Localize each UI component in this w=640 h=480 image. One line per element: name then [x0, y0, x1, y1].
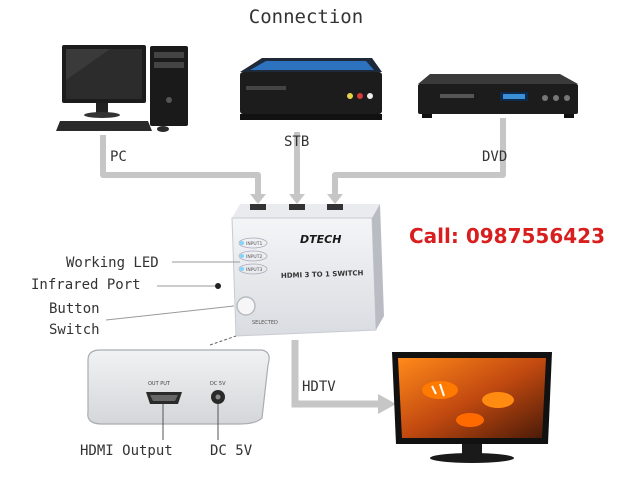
- input-1-label: INPUT1: [246, 241, 262, 247]
- pc-monitor: [62, 45, 146, 118]
- back-panel-callout: OUT PUT DC 5V: [87, 335, 270, 440]
- pc-keyboard: [56, 121, 169, 132]
- hdmi-output-caption: HDMI Output: [80, 443, 173, 459]
- hdtv: [392, 352, 552, 463]
- infrared-port: [215, 283, 221, 289]
- dc-5v-caption: DC 5V: [210, 443, 253, 459]
- input-arrowheads: [250, 194, 343, 204]
- call-phone-text: Call: 0987556423: [409, 224, 606, 248]
- switch-model-label: HDMI 3 TO 1 SWITCH: [281, 269, 364, 280]
- selected-label: SELECTED: [252, 320, 278, 326]
- input-2-label: INPUT2: [246, 254, 262, 260]
- stb-device: [240, 58, 382, 120]
- working-led-label: Working LED: [66, 255, 159, 271]
- input-leds: [238, 237, 268, 275]
- pointer-lines: [105, 261, 240, 321]
- brand-logo: DTECH: [300, 233, 341, 246]
- hdtv-label: HDTV: [302, 379, 336, 395]
- dvd-player: [418, 74, 578, 118]
- select-button: [236, 296, 256, 316]
- infrared-port-label: Infrared Port: [31, 277, 141, 293]
- button-label-line1: Button: [49, 301, 100, 317]
- dvd-label: DVD: [482, 149, 508, 165]
- input-3-label: INPUT3: [246, 267, 262, 273]
- hdmi-switch-box: INPUT1 INPUT2 INPUT3 DTECH HDMI 3 TO 1 S…: [215, 204, 384, 337]
- stb-label: STB: [284, 134, 310, 150]
- button-label-line2: Switch: [49, 322, 100, 338]
- connection-lines: [100, 118, 506, 196]
- pc-label: PC: [110, 149, 127, 165]
- diagram-title: Connection: [248, 6, 364, 28]
- output-port-label: OUT PUT: [148, 381, 171, 387]
- pc-tower: [150, 46, 188, 126]
- dc-port-label: DC 5V: [210, 381, 226, 387]
- output-arrow: [291, 340, 396, 414]
